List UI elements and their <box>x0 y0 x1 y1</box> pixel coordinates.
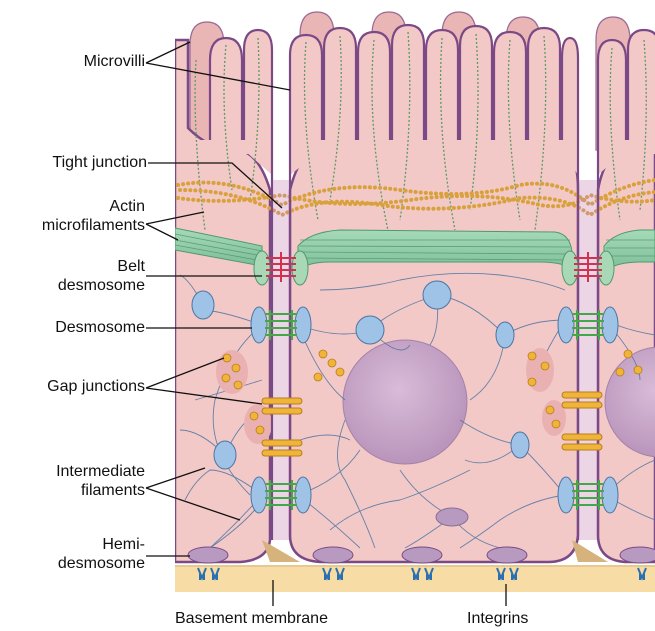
label-hemidesmosome: Hemi- desmosome <box>58 535 145 573</box>
nucleus <box>343 340 467 464</box>
label-belt-desmosome: Belt desmosome <box>58 257 145 295</box>
label-microvilli: Microvilli <box>84 52 145 71</box>
label-integrins: Integrins <box>467 609 528 628</box>
label-belt-line2: desmosome <box>58 276 145 295</box>
label-desmosome: Desmosome <box>55 318 145 337</box>
label-actin-line2: microfilaments <box>42 216 145 235</box>
label-intermediate-line2: filaments <box>56 481 145 500</box>
label-hemi-line1: Hemi- <box>58 535 145 554</box>
label-intermediate-filaments: Intermediate filaments <box>56 462 145 500</box>
label-intermediate-line1: Intermediate <box>56 462 145 481</box>
label-hemi-line2: desmosome <box>58 554 145 573</box>
label-belt-line1: Belt <box>58 257 145 276</box>
label-actin-microfilaments: Actin microfilaments <box>42 197 145 235</box>
label-gap-junctions: Gap junctions <box>47 377 145 396</box>
label-tight-junction: Tight junction <box>52 153 147 172</box>
label-basement-membrane: Basement membrane <box>175 609 328 628</box>
label-actin-line1: Actin <box>42 197 145 216</box>
